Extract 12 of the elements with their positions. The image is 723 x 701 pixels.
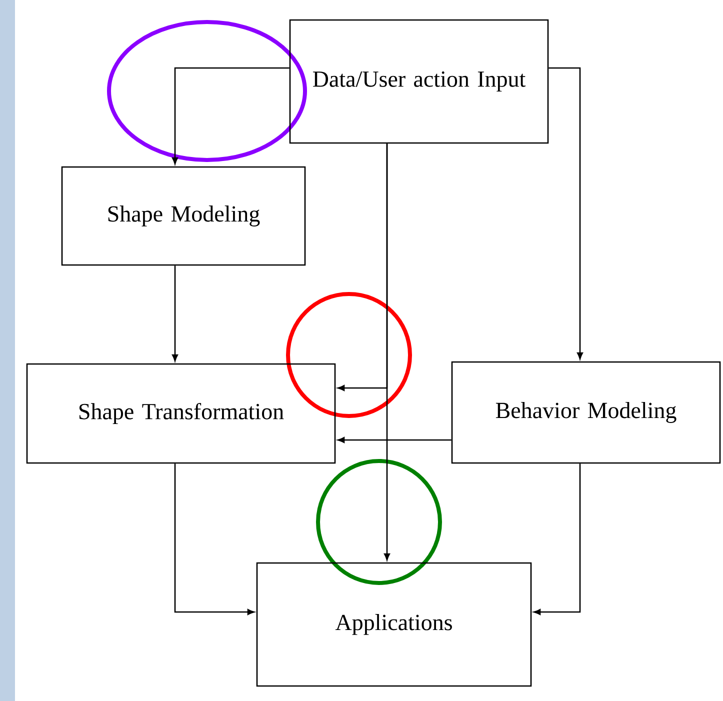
process-box: Behavior Modeling [451,361,721,464]
arrow [338,144,388,391]
arrow [172,67,290,164]
process-box: Applications [256,562,532,687]
process-box: Shape Transformation [26,363,336,464]
arrow [534,464,581,615]
arrow [338,437,452,443]
process-box: Data/User action Input [289,19,549,144]
arrow [548,67,583,360]
process-box: Shape Modeling [61,166,306,266]
arrow [172,266,178,362]
arrow [174,464,254,615]
